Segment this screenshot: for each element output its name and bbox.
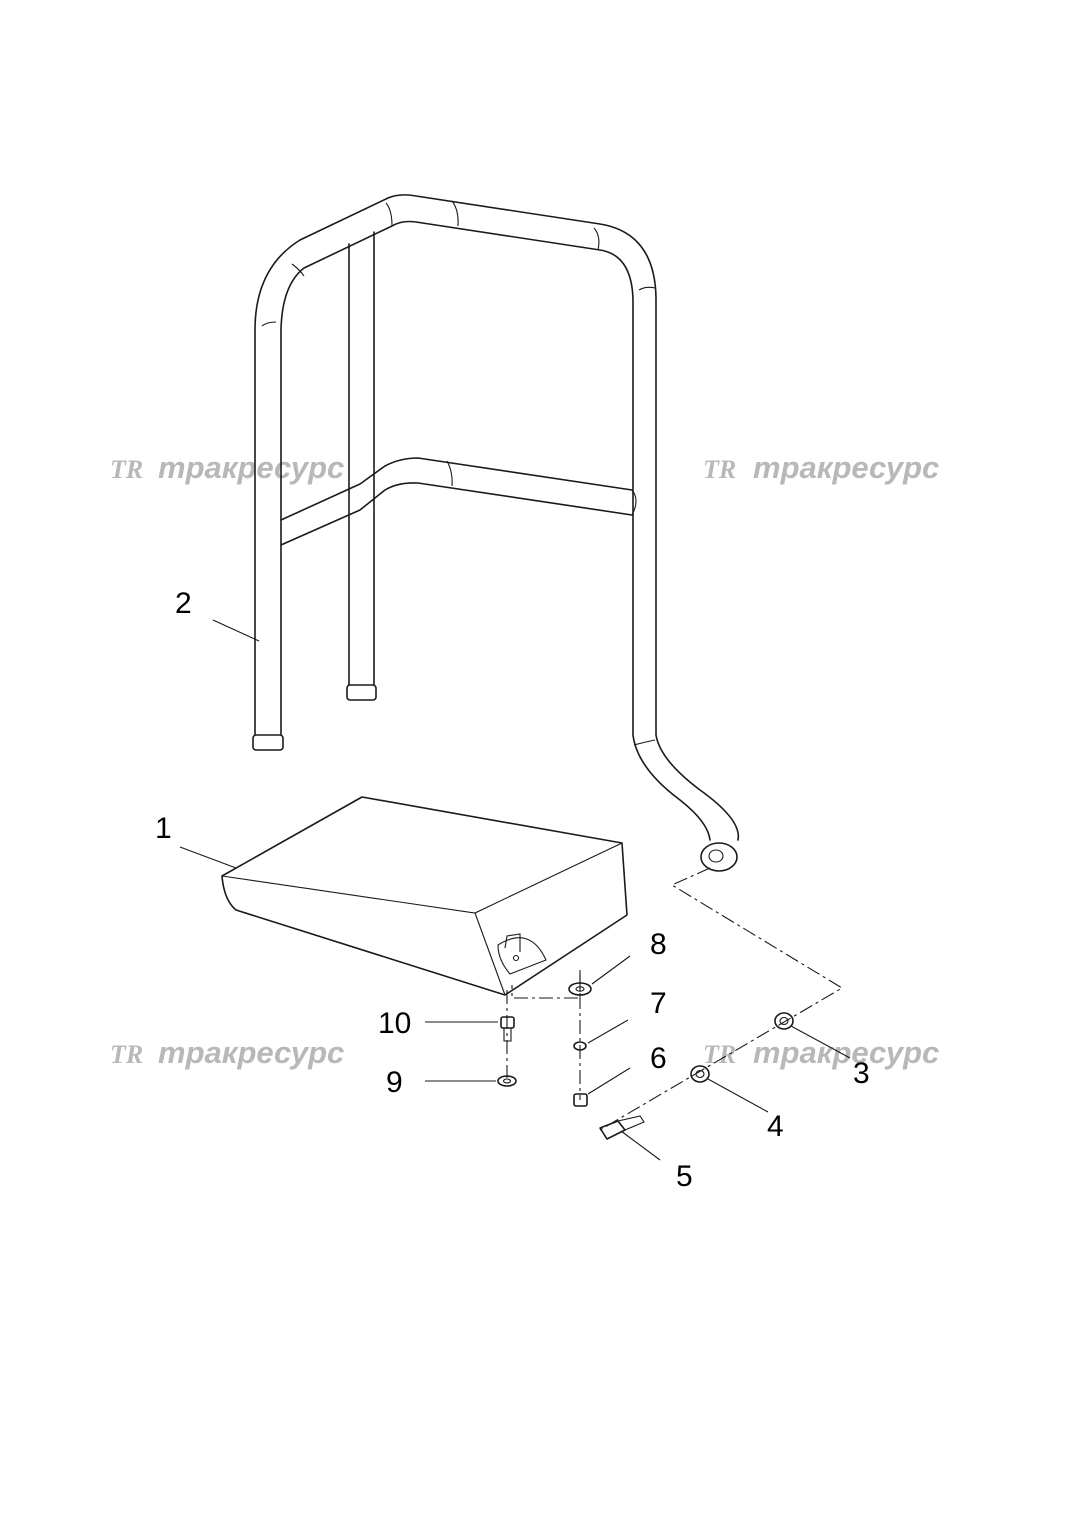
- bolt-icon: [599, 1120, 626, 1140]
- watermark-bottom-left: TR тракресурс: [110, 1035, 344, 1070]
- watermark-logo: TR: [703, 1040, 736, 1069]
- watermark-text: тракресурс: [753, 450, 939, 485]
- handrail-frame: [252, 194, 740, 872]
- callout-4: 4: [767, 1110, 784, 1143]
- seat-cushion: [221, 796, 628, 996]
- assembly-lines: [506, 867, 844, 1131]
- watermark-text: тракресурс: [158, 450, 344, 485]
- callout-7: 7: [650, 987, 667, 1020]
- callout-2: 2: [175, 587, 192, 620]
- rubber-foot-icon: [252, 734, 284, 751]
- mounting-eye-icon: [700, 842, 738, 872]
- watermark-logo: TR: [110, 455, 143, 484]
- watermark-bottom-right: TR тракресурс: [703, 1035, 939, 1070]
- callout-5: 5: [676, 1160, 693, 1193]
- rubber-foot-icon: [346, 684, 377, 701]
- watermark-logo: TR: [703, 455, 736, 484]
- washer-icon: [690, 1065, 710, 1083]
- callout-6: 6: [650, 1042, 667, 1075]
- hardware: [497, 982, 794, 1140]
- callout-8: 8: [650, 928, 667, 961]
- watermark-text: тракресурс: [753, 1035, 939, 1070]
- watermark-top-left: TR тракресурс: [110, 450, 344, 485]
- watermark-logo: TR: [110, 1040, 143, 1069]
- nut-icon: [573, 1093, 588, 1107]
- watermark-text: тракресурс: [158, 1035, 344, 1070]
- washer-icon: [774, 1012, 794, 1030]
- callouts: 1 2 3 4 5 6 7 8 9 10: [155, 587, 870, 1193]
- leader-lines: [179, 619, 851, 1161]
- watermark-top-right: TR тракресурс: [703, 450, 939, 485]
- callout-1: 1: [155, 812, 172, 845]
- callout-9: 9: [386, 1066, 403, 1099]
- callout-3: 3: [853, 1057, 870, 1090]
- callout-10: 10: [378, 1007, 411, 1040]
